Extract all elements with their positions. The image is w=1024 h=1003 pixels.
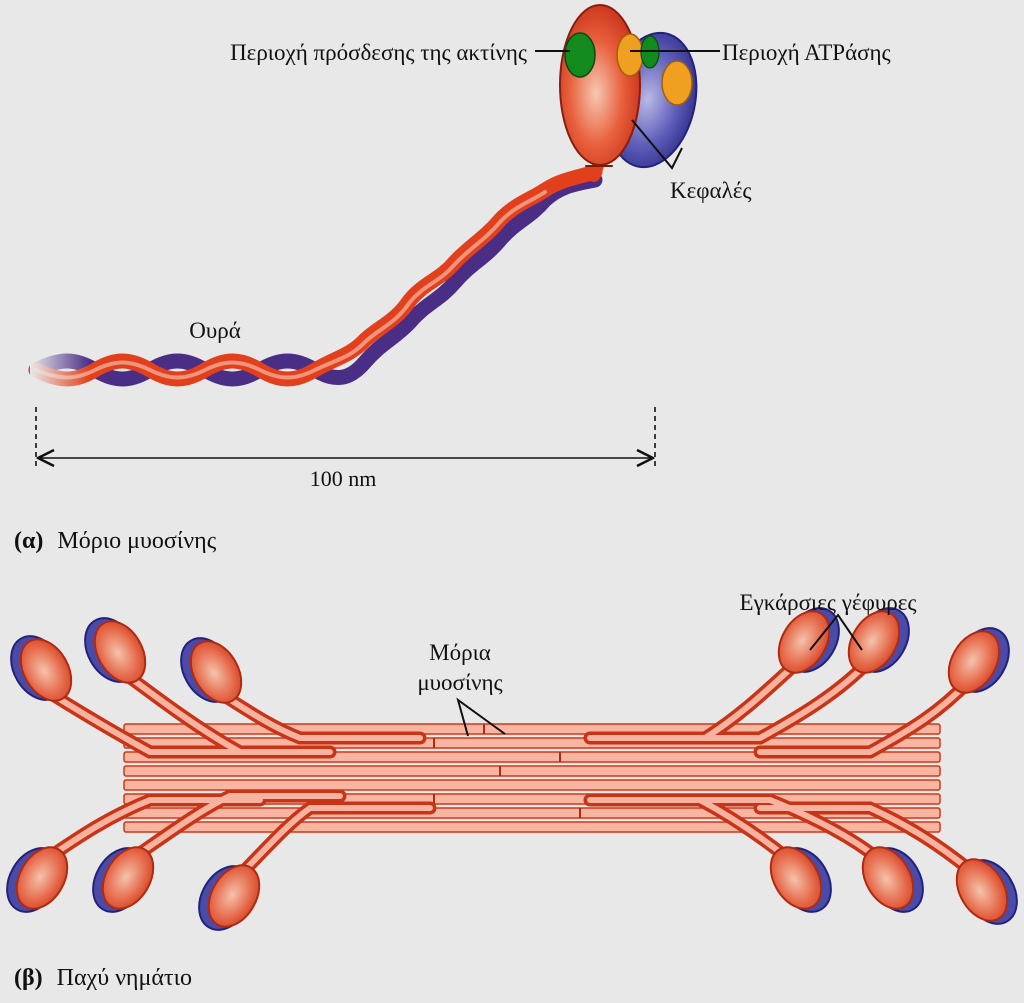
tail-helix (28, 164, 603, 390)
cross-bridge-head (207, 864, 261, 928)
caption-a-text: Μόριο μυοσίνης (57, 528, 216, 554)
heads-leader (631, 119, 683, 170)
molecules-leader (456, 697, 506, 737)
atpase-site-back (661, 60, 693, 106)
cross-bridge-head (101, 846, 155, 910)
tail-highlight (34, 190, 547, 380)
scale-bar (35, 407, 656, 467)
myosin-molecules-label-line2: μυοσίνης (417, 670, 502, 695)
myosin-head-front (559, 4, 641, 166)
tail-label: Ουρά (189, 318, 241, 343)
cross-bridge-head (15, 846, 69, 910)
myosin-molecules-label-line1: Μόρια (429, 640, 491, 665)
cross-bridge-head (955, 858, 1009, 922)
atpase-site-front (616, 33, 644, 77)
rod-junctions (433, 724, 581, 818)
cross-bridge-head (777, 610, 831, 674)
scale-label: 100 nm (310, 466, 377, 491)
thick-filament: Εγκάρσιες γέφυρες Μόρια μυοσίνης (β) Παχύ… (6, 590, 1018, 991)
actin-binding-site (564, 32, 596, 78)
actin-site-label: Περιοχή πρόσδεσης της ακτίνης (230, 40, 527, 65)
cross-bridge-head (189, 640, 243, 704)
cross-bridge-head (93, 620, 147, 684)
caption-a-letter: (α) (14, 528, 43, 554)
cross-bridge-head (947, 630, 1001, 694)
myosin-molecule: Περιοχή πρόσδεσης της ακτίνης Περιοχή ΑΤ… (14, 4, 891, 554)
cross-bridges-leader (809, 613, 863, 651)
caption-a: (α) Μόριο μυοσίνης (14, 528, 217, 554)
cross-bridge-heads (15, 610, 1009, 928)
tail-strand-red (28, 164, 603, 387)
tail-fade (30, 350, 90, 390)
cross-bridge-head (847, 610, 901, 674)
atpase-site-label: Περιοχή ΑΤΡάσης (722, 40, 891, 65)
caption-b-letter: (β) (14, 965, 43, 991)
cross-bridge-head (19, 638, 73, 702)
caption-b-text: Παχύ νημάτιο (57, 965, 192, 991)
heads-label: Κεφαλές (670, 178, 752, 203)
caption-b: (β) Παχύ νημάτιο (14, 965, 192, 991)
cross-bridge-head (861, 846, 915, 910)
cross-bridge-head (769, 846, 823, 910)
cross-bridges-label: Εγκάρσιες γέφυρες (740, 590, 917, 615)
tail-strand-purple (28, 172, 603, 387)
